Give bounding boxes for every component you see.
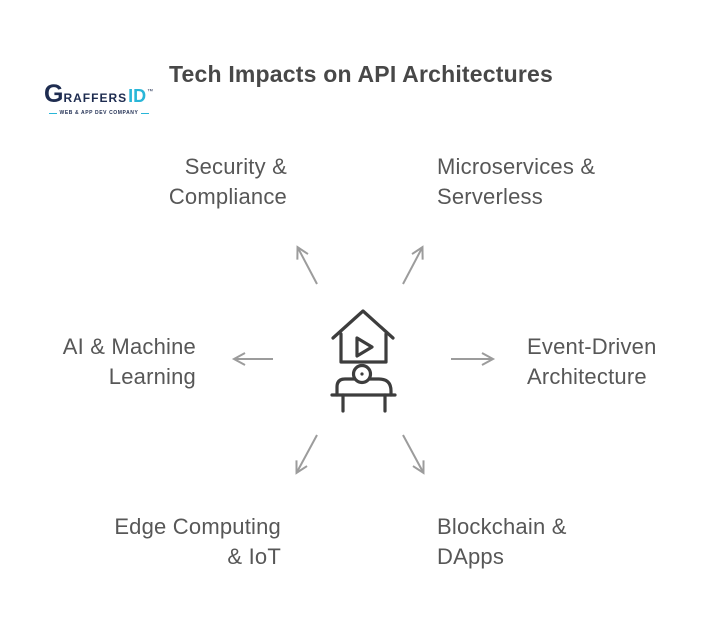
node-label-line: Edge Computing bbox=[114, 514, 281, 539]
node-label-line: Event-Driven bbox=[527, 334, 657, 359]
node-blockchain-dapps: Blockchain & DApps bbox=[437, 512, 567, 572]
logo-trademark: ™ bbox=[147, 89, 154, 95]
node-label-line: AI & Machine bbox=[62, 334, 196, 359]
node-event-driven-architecture: Event-Driven Architecture bbox=[527, 332, 657, 392]
play-button-icon bbox=[355, 336, 374, 358]
logo-tagline: WEB & APP DEV COMPANY bbox=[59, 110, 139, 116]
logo-brand-accent: ID bbox=[128, 86, 147, 106]
node-label-line: Learning bbox=[108, 364, 196, 389]
page-title: Tech Impacts on API Architectures bbox=[168, 61, 554, 87]
logo-letter-g: G bbox=[44, 80, 64, 108]
arrow-down-left bbox=[295, 434, 318, 475]
tagline-dash-left bbox=[48, 112, 57, 114]
logo-brand-text: RAFFERS bbox=[63, 91, 128, 105]
node-label-line: Security & bbox=[184, 154, 287, 179]
node-label-line: DApps bbox=[437, 544, 505, 569]
node-label-line: Architecture bbox=[527, 364, 647, 389]
arrow-up-right bbox=[402, 245, 424, 285]
node-label-line: & IoT bbox=[227, 544, 281, 569]
arrow-down-right bbox=[402, 434, 425, 475]
node-label-line: Microservices & bbox=[437, 154, 596, 179]
house-roof-icon bbox=[331, 309, 395, 340]
logo-tagline-row: WEB & APP DEV COMPANY bbox=[44, 110, 154, 116]
node-ai-machine-learning: AI & Machine Learning bbox=[63, 332, 196, 392]
person-head-dot-icon bbox=[360, 372, 364, 376]
home-streaming-person-sofa-icon bbox=[330, 309, 397, 413]
node-microservices-serverless: Microservices & Serverless bbox=[437, 152, 595, 212]
arrow-up-left bbox=[296, 245, 318, 285]
tagline-dash-right bbox=[141, 112, 150, 114]
node-security-compliance: Security & Compliance bbox=[169, 152, 287, 212]
sofa-back-icon bbox=[335, 377, 393, 397]
logo-wordmark: G RAFFERS ID ™ bbox=[44, 82, 154, 107]
graffersid-logo: G RAFFERS ID ™ WEB & APP DEV COMPANY bbox=[44, 82, 154, 117]
person-head-icon bbox=[351, 363, 373, 385]
node-label-line: Compliance bbox=[168, 184, 287, 209]
node-label-line: Serverless bbox=[437, 184, 543, 209]
node-label-line: Blockchain & bbox=[437, 514, 567, 539]
house-walls-icon bbox=[339, 332, 388, 364]
node-edge-computing-iot: Edge Computing & IoT bbox=[114, 512, 281, 572]
